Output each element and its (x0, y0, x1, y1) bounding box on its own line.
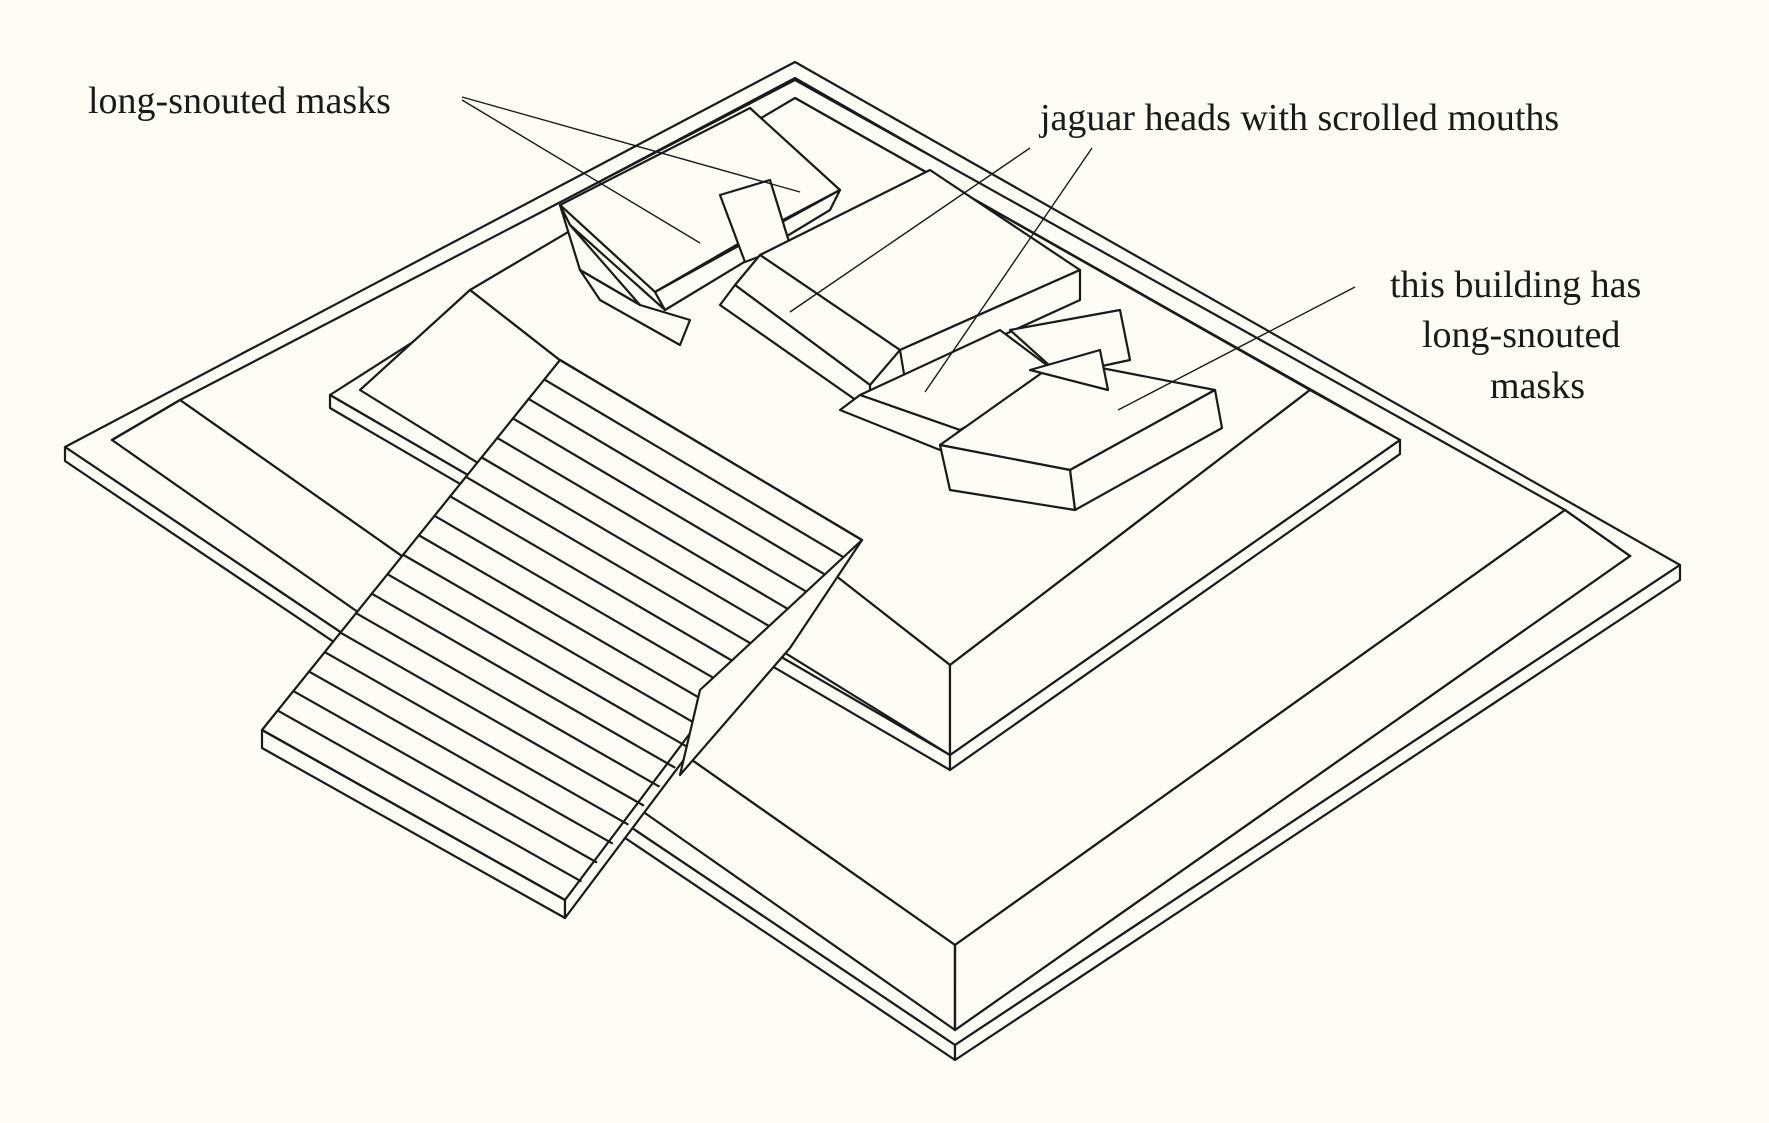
staircase (260, 358, 864, 920)
label-building-line-2: long-snouted (1422, 314, 1621, 356)
stair-step (260, 728, 567, 902)
label-building-line-3: masks (1490, 365, 1585, 407)
stair-step (527, 397, 832, 579)
stair-step (543, 378, 848, 561)
label-long-snouted-masks: long-snouted masks (88, 80, 391, 122)
stair-step (370, 592, 676, 769)
stair-step (496, 436, 801, 617)
stair-step (433, 514, 739, 693)
stair-step (276, 709, 582, 883)
leader-masks-a (461, 99, 701, 244)
summit-buildings (558, 106, 1224, 512)
stair-step (558, 358, 864, 542)
stair-steps (260, 358, 864, 902)
leader-jaguar-a (789, 147, 1031, 313)
leader-building (1117, 286, 1356, 411)
stair-step (386, 573, 692, 750)
stair-step (511, 417, 817, 598)
stair-step (417, 534, 723, 712)
leader-lines (461, 96, 1356, 411)
label-building-line-1: this building has (1390, 264, 1642, 306)
stair-step (464, 475, 770, 655)
stair-step (323, 651, 629, 826)
stair-step (339, 631, 645, 807)
stair-step (307, 670, 613, 845)
stair-step (292, 689, 598, 864)
leader-jaguar-b (924, 147, 1093, 393)
stair-step (402, 553, 707, 731)
stair-step (449, 495, 754, 674)
leader-masks-b (461, 96, 801, 193)
label-jaguar-heads: jaguar heads with scrolled mouths (1040, 97, 1560, 139)
stair-step (480, 456, 785, 636)
stair-step (355, 612, 660, 788)
